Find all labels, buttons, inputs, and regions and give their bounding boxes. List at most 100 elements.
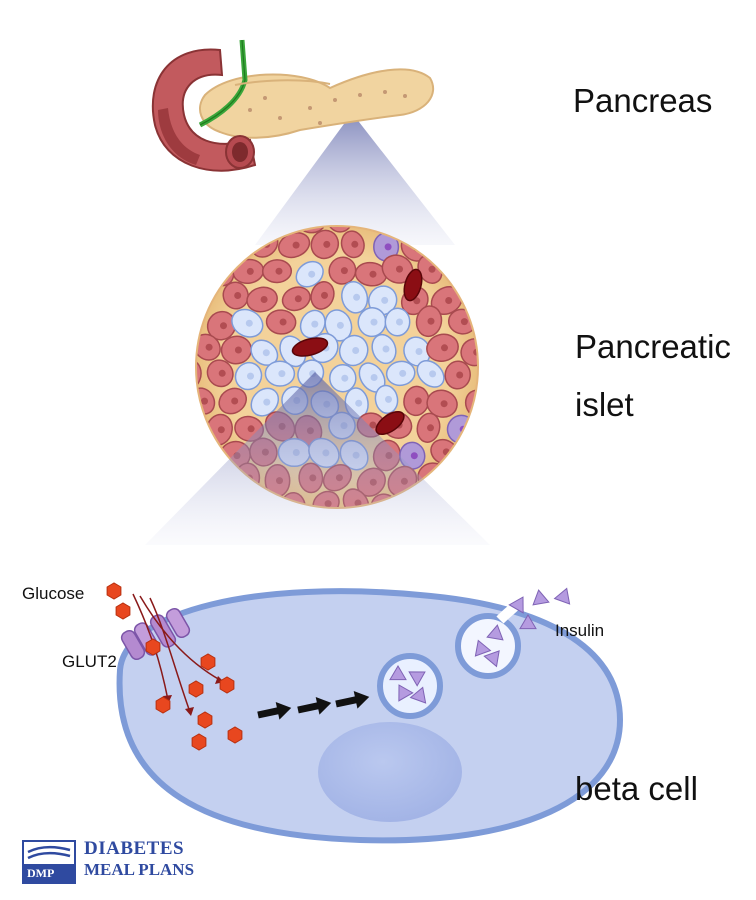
islet-cell-nucleus	[336, 321, 344, 329]
islet-cell-nucleus	[399, 369, 407, 377]
islet-cell-nucleus	[445, 297, 453, 304]
capillary	[375, 410, 405, 436]
islet-cell-nucleus	[353, 293, 361, 301]
islet-cell-nucleus	[476, 400, 477, 408]
islet-cell-nucleus	[247, 372, 254, 380]
islet-cell-nucleus	[370, 318, 378, 326]
islet-cell-nucleus	[234, 292, 242, 299]
glucose-hexagon	[227, 726, 243, 744]
islet-cell-nucleus	[427, 317, 435, 325]
islet-cell-nucleus	[427, 424, 434, 432]
logo-line1: DIABETES	[84, 838, 185, 859]
islet-cell-nucleus	[231, 397, 239, 405]
glucose-molecules	[106, 582, 243, 751]
islet-cell-nucleus	[460, 318, 468, 326]
label-beta-cell: beta cell	[575, 770, 698, 807]
islet-cell-nucleus	[431, 473, 439, 481]
islet-cell-nucleus	[217, 426, 225, 434]
label-islet: islet	[575, 386, 634, 423]
islet-cell-nucleus	[260, 296, 268, 303]
islet-cell-nucleus	[246, 267, 254, 275]
islet-cell-nucleus	[262, 349, 270, 357]
glucose-hexagon	[188, 680, 204, 698]
islet-cell-nucleus	[308, 270, 316, 278]
signaling-arrows	[257, 691, 370, 720]
glucose-hexagon	[155, 696, 171, 714]
logo-mark	[22, 840, 76, 884]
capillary	[291, 337, 329, 357]
islet-cell-nucleus	[247, 425, 255, 433]
label-pancreatic: Pancreatic	[575, 328, 731, 365]
islet-cell-nucleus	[245, 319, 253, 327]
label-glucose: Glucose	[22, 584, 85, 603]
islet-cell	[326, 227, 354, 233]
secreting-vesicle	[455, 613, 521, 679]
islet-cell-nucleus	[410, 452, 418, 460]
glucose-hexagon	[197, 711, 213, 729]
islet-cell-nucleus	[263, 398, 271, 406]
islet-cell-nucleus	[413, 297, 421, 305]
islet-cell	[197, 358, 202, 392]
islet-cell-nucleus	[279, 318, 287, 326]
glucose-hexagon	[219, 676, 235, 694]
insulin-triangle	[474, 639, 492, 657]
islet-cell-nucleus	[278, 370, 286, 378]
islet-cell-nucleus	[201, 397, 208, 405]
logo-abbrev: DMP	[27, 866, 55, 880]
islet-cell-nucleus	[311, 320, 319, 328]
islet-cell-nucleus	[220, 322, 227, 330]
insulin-triangle	[508, 596, 524, 614]
islet-cell-nucleus	[205, 343, 213, 351]
islet-cell-nucleus	[396, 265, 403, 273]
islet-cell-nucleus	[294, 295, 302, 303]
islet-cell-nucleus	[369, 270, 377, 278]
islet-cell-nucleus	[385, 395, 392, 403]
islet-cell-nucleus	[440, 400, 448, 408]
insulin-triangle	[553, 587, 571, 605]
insulin-triangle	[389, 665, 407, 681]
islet-cell-nucleus	[218, 369, 226, 377]
islet-cell-nucleus	[415, 348, 423, 355]
islet-cell-nucleus	[321, 291, 328, 299]
insulin-triangle	[398, 684, 414, 702]
beta-cell	[116, 588, 624, 844]
islet-cell-nucleus	[414, 397, 422, 405]
capillary	[403, 268, 423, 302]
insulin-vesicle	[377, 653, 443, 719]
islet-cell-nucleus	[292, 241, 300, 249]
glucose-hexagon	[145, 638, 161, 656]
islet-cell	[294, 227, 327, 234]
insulin-triangle	[483, 650, 500, 668]
islet-cell-nucleus	[186, 372, 193, 379]
zoom-cone-upper	[255, 113, 455, 245]
insulin-triangle	[408, 671, 426, 687]
glucose-hexagon	[106, 582, 122, 600]
logo-line2: MEAL PLANS	[84, 860, 195, 879]
islet-cell-nucleus	[323, 240, 331, 248]
islet-cell-nucleus	[429, 370, 437, 378]
islet-cell-nucleus	[441, 344, 448, 352]
islet-cell-nucleus	[396, 318, 403, 326]
islet-cell-nucleus	[355, 399, 363, 407]
label-pancreas: Pancreas	[573, 82, 713, 119]
islet-cell-nucleus	[428, 265, 436, 273]
islet-cell-nucleus	[369, 421, 377, 429]
islet-cell-nucleus	[382, 345, 390, 353]
islet-cell-nucleus	[275, 267, 283, 275]
label-insulin: Insulin	[555, 621, 605, 640]
label-glut2: GLUT2	[62, 652, 117, 671]
islet-cell-nucleus	[351, 240, 359, 248]
pancreas-illustration	[151, 39, 435, 172]
glucose-hexagon	[191, 733, 207, 751]
insulin-triangle	[409, 686, 427, 704]
islet-cell-nucleus	[456, 371, 464, 379]
zoom-cone-lower	[145, 372, 490, 545]
islet-cell-nucleus	[370, 374, 378, 381]
islet-cell-nucleus	[220, 269, 227, 277]
insulin-triangle	[532, 589, 550, 606]
islet-cell-nucleus	[341, 374, 349, 382]
glucose-hexagon	[115, 602, 131, 620]
insulin-triangle	[519, 614, 537, 630]
islet-cell-nucleus	[340, 267, 348, 275]
